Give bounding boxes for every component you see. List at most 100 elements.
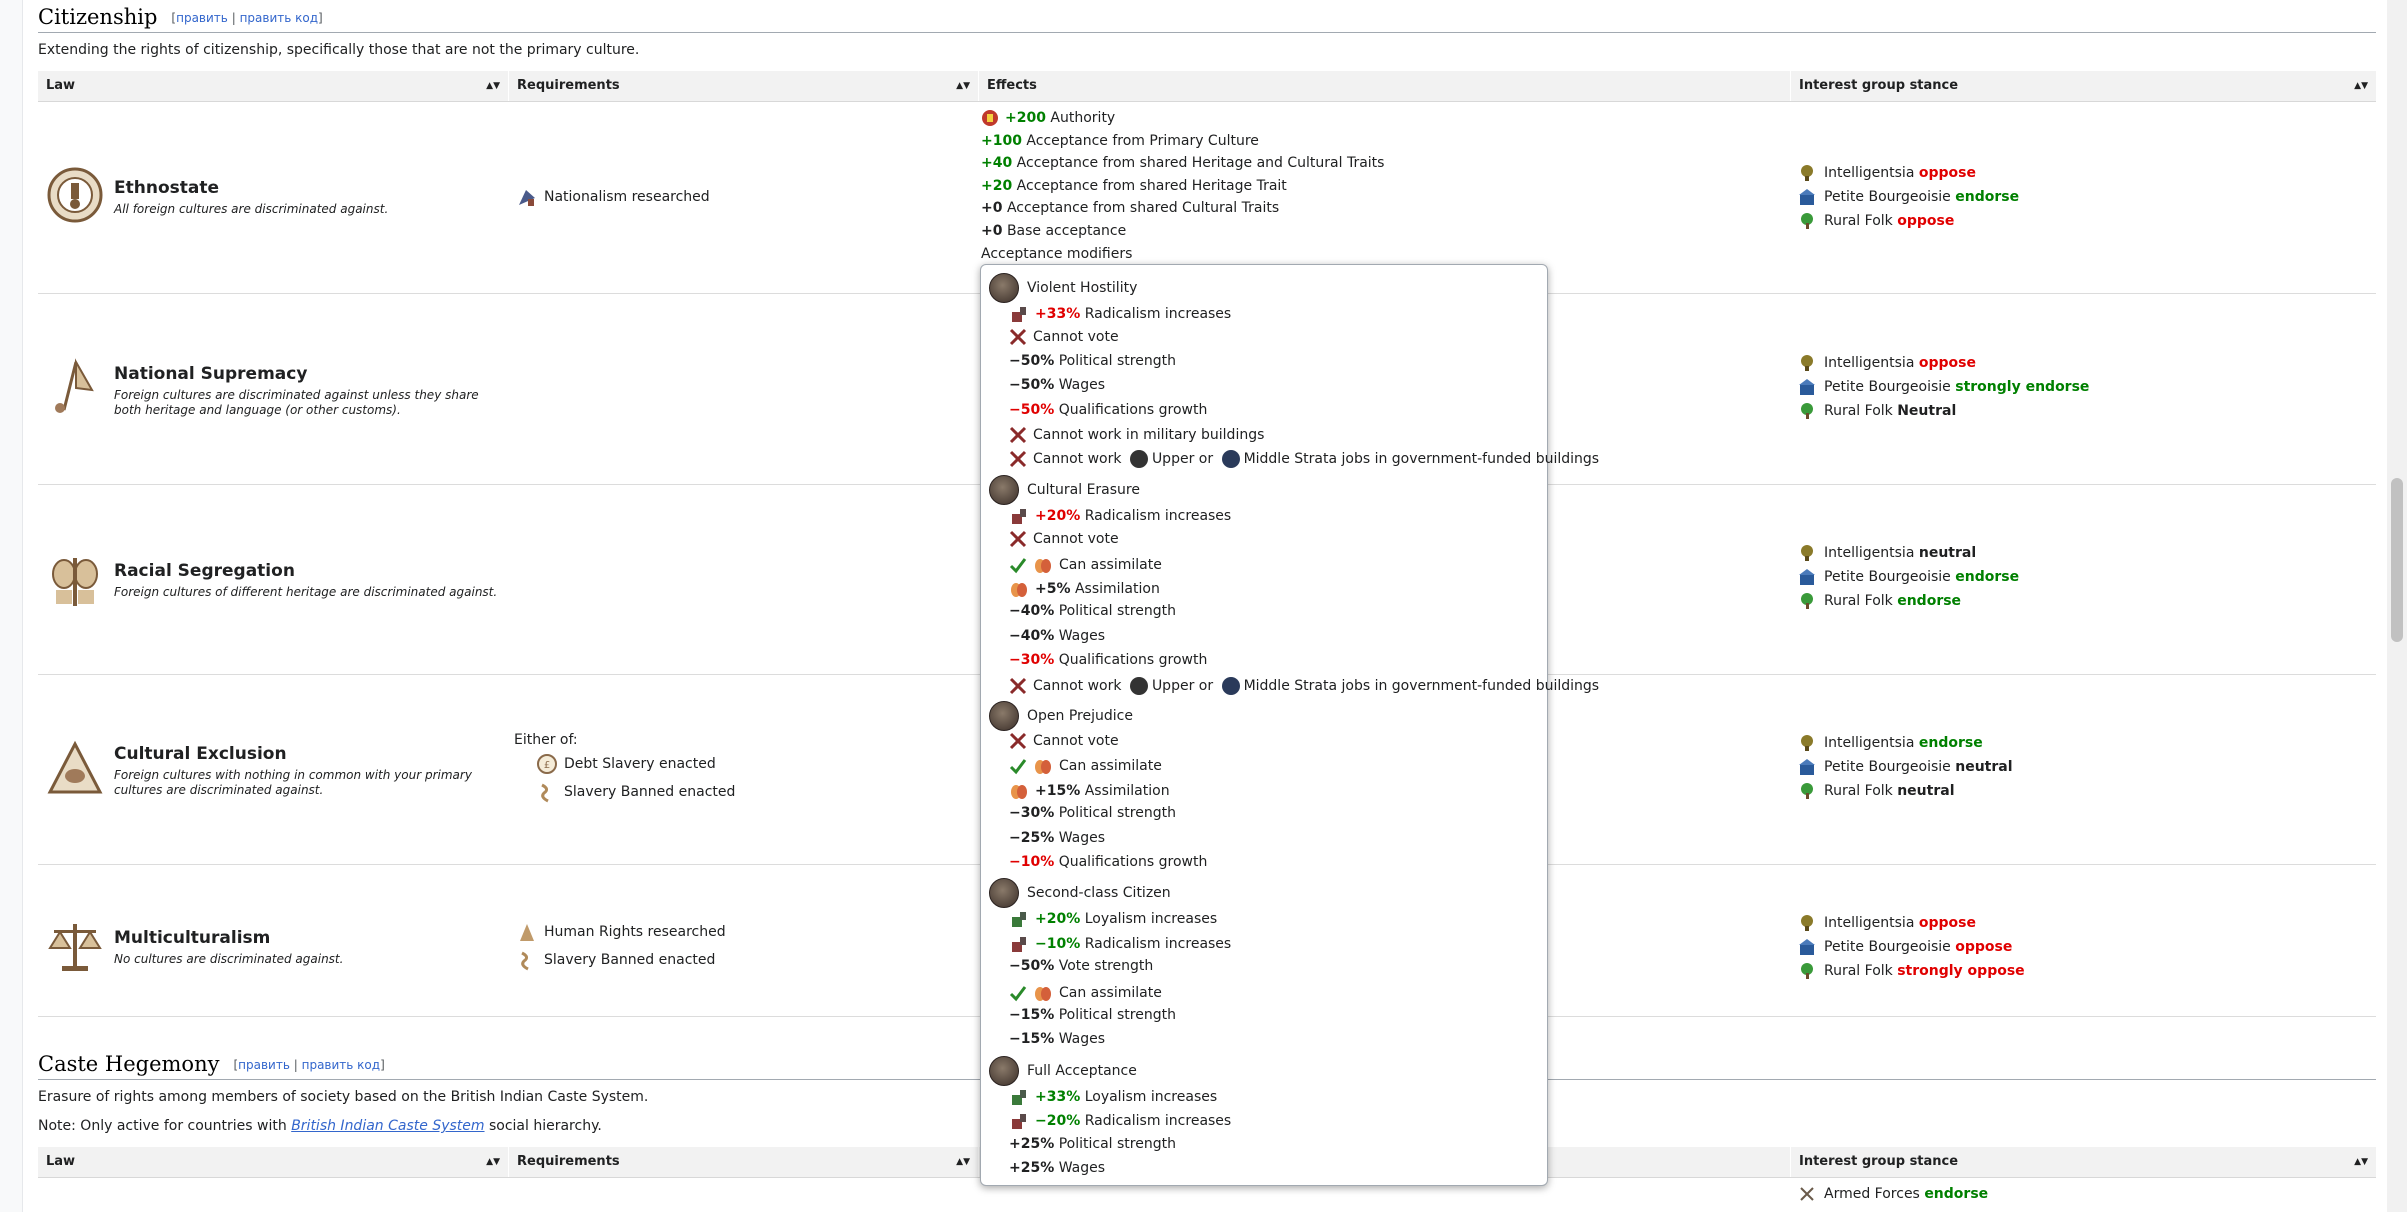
requirement-item: Slavery Banned enacted [536,781,735,803]
modifier-value: −50% [1009,958,1055,975]
stance-item: Rural Folk Neutral [1798,399,2089,423]
edit-link[interactable]: править [176,11,228,25]
column-header-law[interactable]: Law▲▼ [38,71,508,101]
modifier-value: +20% [1035,507,1081,524]
edit-source-link[interactable]: править код [301,1058,381,1072]
modifier-value: −30% [1009,805,1055,822]
effect-line: +20 Acceptance from shared Heritage Trai… [981,177,1287,194]
intelligentsia-icon [1801,915,1813,931]
tooltip-category-cultural-erasure: Cultural Erasure [989,474,1140,505]
column-header-requirements[interactable]: Requirements▲▼ [508,71,978,101]
law-name: Cultural Exclusion [114,744,287,764]
debt-slavery-icon: £ [537,754,557,774]
sort-icon[interactable]: ▲▼ [956,1157,970,1167]
modifier-value: +15% [1035,782,1081,799]
stance-list: Armed Forces endorse [1798,1182,1988,1206]
modifier-value: −50% [1009,377,1055,394]
modifier-label: Qualifications growth [1058,854,1208,870]
modifier-value: −40% [1009,627,1055,644]
stance-item: Petite Bourgeoisie oppose [1798,935,2025,959]
stance-item: Rural Folk oppose [1798,209,2019,233]
column-header-law[interactable]: Law▲▼ [38,1147,508,1177]
stance-list: Intelligentsia oppose Petite Bourgeoisie… [1798,911,2025,983]
middle-strata-icon [1221,450,1240,469]
ethnostate-law-icon [47,167,103,223]
column-header-stance[interactable]: Interest group stance▲▼ [1790,1147,2376,1177]
modifier-label: Political strength [1058,603,1176,620]
sort-icon[interactable]: ▲▼ [956,81,970,91]
requirement-item: £Debt Slavery enacted [536,753,716,775]
stance-item: Intelligentsia oppose [1798,161,2019,185]
modifier-label: Radicalism increases [1084,1113,1232,1130]
tooltip-modifier-line: −10% Radicalism increases [1009,934,1231,954]
tooltip-modifier-line: −30% Qualifications growth [1009,652,1207,668]
section-heading-citizenship: Citizenship[править | править код] [38,4,323,31]
stance-list: Intelligentsia oppose Petite Bourgeoisie… [1798,351,2089,423]
stance-list: Intelligentsia oppose Petite Bourgeoisie… [1798,161,2019,233]
tooltip-modifier-line: Can assimilate [1009,756,1162,776]
category-name: Violent Hostility [1027,280,1138,296]
tooltip-modifier-line: Can assimilate [1009,983,1162,1003]
tooltip-modifier-line: +15% Assimilation [1009,781,1170,801]
effect-line: +0 Base acceptance [981,222,1127,239]
modifier-value: +20% [1035,911,1081,928]
petite-bourgeoisie-icon [1799,569,1815,585]
tooltip-modifier-line: −50% Political strength [1009,353,1176,369]
tooltip-category-violent-hostility: Violent Hostility [989,273,1137,303]
acceptance-modifiers-tooltip-trigger[interactable]: Acceptance modifiers [981,245,1133,262]
tooltip-modifier-line: +33% Loyalism increases [1009,1087,1217,1107]
edit-source-link[interactable]: править код [239,11,319,25]
cultural-exclusion-law-icon [47,740,103,794]
modifier-value: +5% [1035,581,1071,597]
modifier-value: −50% [1009,401,1055,418]
rural-folk-icon [1801,783,1813,799]
column-header-stance[interactable]: Interest group stance▲▼ [1790,71,2376,101]
stance-item: Rural Folk strongly oppose [1798,959,2025,983]
check-icon [1009,759,1027,775]
modifier-value: −40% [1009,603,1055,620]
law-description: No cultures are discriminated against. [114,952,344,966]
sort-icon[interactable]: ▲▼ [2354,1157,2368,1167]
assimilation-icon [1011,784,1027,799]
tooltip-category-open-prejudice: Open Prejudice [989,701,1133,731]
column-header-requirements[interactable]: Requirements▲▼ [508,1147,978,1177]
edit-links: [править | править код] [233,1058,385,1072]
section-intro: Extending the rights of citizenship, spe… [38,42,640,58]
radicalism-icon [1012,307,1026,322]
stance-item: Petite Bourgeoisie strongly endorse [1798,375,2089,399]
requirement-item: Slavery Banned enacted [516,949,715,971]
effects-list: +200 Authority +100 Acceptance from Prim… [981,107,1384,265]
sort-icon[interactable]: ▲▼ [486,1157,500,1167]
multiculturalism-law-icon [48,924,102,971]
modifier-label: Political strength [1058,352,1176,369]
racial-segregation-law-icon [52,558,98,606]
stance-list: Intelligentsia endorse Petite Bourgeoisi… [1798,731,2013,803]
modifier-label: Wages [1058,377,1106,394]
modifier-label: Assimilation [1084,782,1170,799]
sort-icon[interactable]: ▲▼ [2354,81,2368,91]
assimilation-icon [1011,583,1027,597]
scrollbar-thumb[interactable] [2391,478,2403,642]
modifier-label: Wages [1058,829,1106,846]
upper-strata-icon [1129,676,1148,695]
effect-line: +200 Authority [981,107,1384,130]
category-name: Full Acceptance [1027,1062,1137,1079]
sort-icon[interactable]: ▲▼ [486,81,500,91]
section-title: Citizenship [38,5,158,29]
rural-folk-icon [1801,403,1813,419]
assimilation-icon [1035,986,1051,1001]
cross-icon [1009,426,1027,444]
intelligentsia-icon [1801,355,1813,371]
category-icon [989,474,1019,505]
requirement-item: Nationalism researched [516,186,710,208]
edit-link[interactable]: править [238,1058,290,1072]
stance-item: Petite Bourgeoisie endorse [1798,185,2019,209]
modifier-label: Loyalism increases [1084,911,1218,928]
tooltip-modifier-line: Cannot work Upper or Middle Strata jobs … [1009,676,1599,695]
tooltip-category-full-acceptance: Full Acceptance [989,1055,1137,1086]
law-description: All foreign cultures are discriminated a… [114,202,389,216]
law-name: Racial Segregation [114,561,295,581]
caste-system-link[interactable]: British Indian Caste System [291,1118,485,1134]
tooltip-modifier-line: +5% Assimilation [1009,579,1160,599]
petite-bourgeoisie-icon [1799,759,1815,775]
